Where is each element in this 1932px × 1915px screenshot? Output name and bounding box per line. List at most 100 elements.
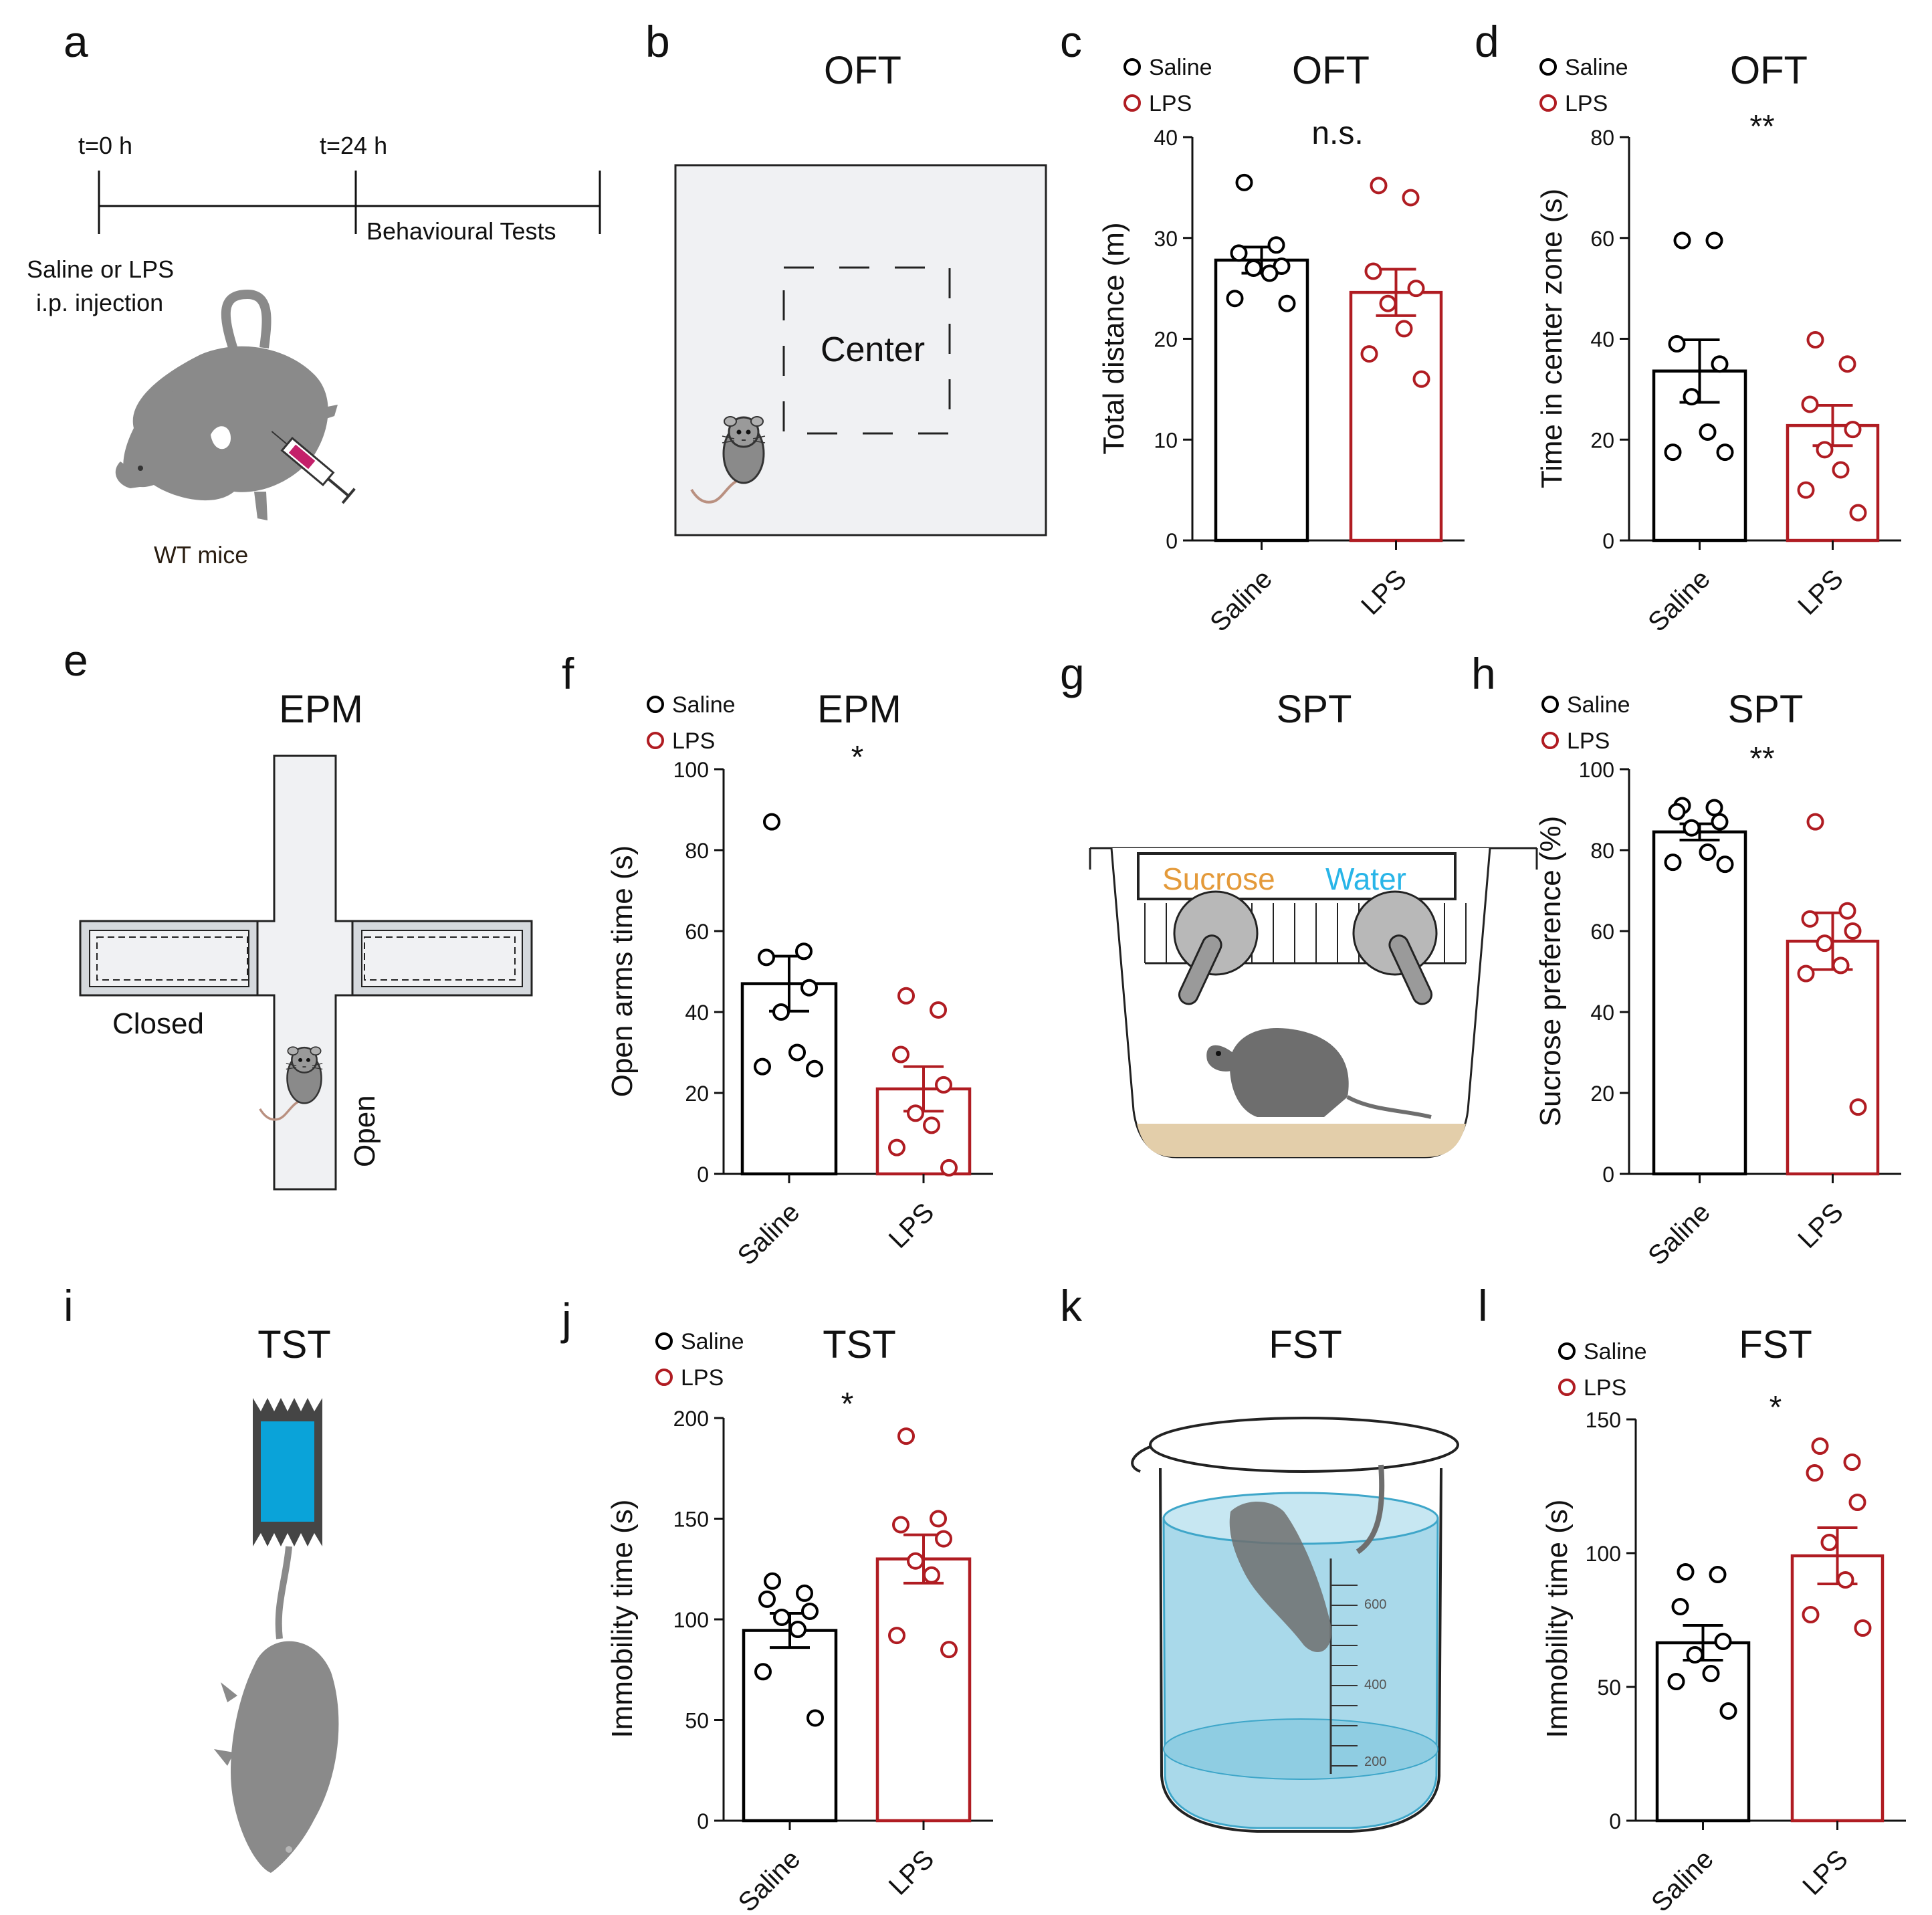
data-point-saline: [1711, 355, 1729, 373]
x-tick-label-saline: Saline: [1642, 1197, 1716, 1271]
data-point-lps: [892, 1516, 909, 1534]
data-point-lps: [940, 1158, 958, 1177]
bar-saline: [1652, 830, 1747, 1176]
y-tick-label: 200: [673, 1407, 709, 1431]
syringe-icon: [271, 431, 356, 504]
panel-letter-h: h: [1471, 649, 1496, 698]
y-tick-label: 80: [1590, 126, 1614, 150]
data-point-saline: [1709, 1566, 1727, 1583]
y-tick-label: 50: [685, 1709, 709, 1733]
y-tick-label: 60: [1590, 920, 1614, 944]
data-point-lps: [1811, 1437, 1829, 1455]
legend-label-lps: LPS: [1565, 91, 1608, 116]
legend-marker-saline: [1558, 1342, 1576, 1360]
data-point-saline: [1705, 799, 1723, 817]
legend-marker-lps: [1558, 1379, 1576, 1396]
cage-bedding: [1137, 1124, 1466, 1157]
panel-i: TST: [214, 1323, 339, 1873]
beaker-spout: [1131, 1445, 1152, 1473]
data-point-lps: [1838, 355, 1856, 373]
y-tick-label: 30: [1154, 227, 1178, 251]
data-point-lps: [1832, 956, 1850, 975]
legend-label-lps: LPS: [672, 728, 715, 754]
chart-title: TST: [823, 1323, 896, 1367]
y-tick-label: 100: [673, 758, 709, 782]
y-tick-label: 0: [1602, 529, 1614, 553]
data-point-lps: [1816, 441, 1834, 459]
data-point-saline: [1677, 1563, 1695, 1581]
bottle-spout: [1388, 934, 1433, 1005]
data-point-saline: [1702, 1665, 1720, 1682]
bar-saline: [1655, 1641, 1751, 1823]
chart-title: OFT: [1292, 49, 1370, 92]
data-point-saline: [773, 1608, 790, 1626]
y-tick-label: 40: [685, 1001, 709, 1025]
bottle-spout: [1178, 934, 1222, 1005]
mouse-icon: [115, 289, 338, 520]
scale-label-200: 200: [1364, 1754, 1386, 1769]
mouse-body: [1229, 1502, 1331, 1652]
mouse-head: [115, 462, 154, 488]
data-point-saline: [1230, 244, 1248, 262]
data-point-saline: [1683, 819, 1701, 837]
spt-title: SPT: [1277, 688, 1352, 731]
data-point-lps: [1801, 910, 1819, 928]
data-point-lps: [897, 1427, 915, 1445]
syringe-liquid: [288, 444, 316, 470]
data-point-lps: [923, 1566, 940, 1584]
t0-label: t=0 h: [78, 132, 132, 159]
y-tick-label: 40: [1590, 1001, 1614, 1025]
legend-marker-lps: [1541, 732, 1559, 749]
y-axis-label: Immobility time (s): [1541, 1500, 1574, 1738]
data-point-lps: [930, 1510, 947, 1528]
x-tick-label-saline: Saline: [1646, 1844, 1719, 1915]
legend-marker-lps: [1539, 94, 1557, 112]
data-point-saline: [1699, 423, 1717, 441]
data-point-lps: [1844, 421, 1862, 439]
data-point-lps: [1838, 902, 1856, 920]
bar-lps: [1790, 1554, 1885, 1823]
data-point-saline: [801, 1602, 819, 1620]
data-point-lps: [935, 1076, 952, 1094]
data-point-lps: [897, 987, 915, 1005]
chart-title: EPM: [817, 688, 901, 731]
y-tick-label: 0: [1602, 1163, 1614, 1187]
y-tick-label: 150: [673, 1508, 709, 1532]
mouse-tail: [275, 1546, 292, 1639]
y-tick-label: 0: [1609, 1809, 1621, 1833]
mouse-eye: [138, 466, 143, 471]
t24-label: t=24 h: [320, 132, 387, 159]
y-tick-label: 0: [697, 1809, 709, 1833]
legend-marker-lps: [1123, 94, 1141, 112]
data-point-saline: [754, 1057, 771, 1076]
significance-label: *: [851, 740, 864, 775]
data-point-saline: [807, 1709, 824, 1727]
mouse-foot: [254, 492, 267, 520]
legend-marker-saline: [1539, 58, 1557, 76]
syringe-handle: [341, 488, 356, 504]
data-point-saline: [1673, 231, 1691, 249]
scale-label-400: 400: [1364, 1678, 1386, 1692]
bar-lps: [875, 1557, 972, 1823]
mouse-tail: [221, 289, 272, 363]
tst-title: TST: [257, 1323, 331, 1367]
mouse-ear: [149, 388, 179, 428]
y-tick-label: 100: [1586, 1542, 1621, 1566]
y-tick-label: 80: [1590, 839, 1614, 863]
wt-mice-label: WT mice: [154, 541, 248, 569]
data-point-saline: [1705, 231, 1723, 249]
behavioural-tests-label: Behavioural Tests: [366, 217, 556, 245]
y-tick-label: 60: [1590, 227, 1614, 251]
data-point-lps: [1402, 189, 1420, 207]
data-point-saline: [1668, 335, 1686, 353]
bottle-cap: [1352, 890, 1438, 976]
panel-letter-f: f: [562, 649, 574, 698]
significance-label: n.s.: [1311, 116, 1363, 151]
y-tick-label: 150: [1586, 1408, 1621, 1432]
y-tick-label: 100: [1579, 758, 1614, 782]
panel-letter-l: l: [1478, 1281, 1488, 1330]
